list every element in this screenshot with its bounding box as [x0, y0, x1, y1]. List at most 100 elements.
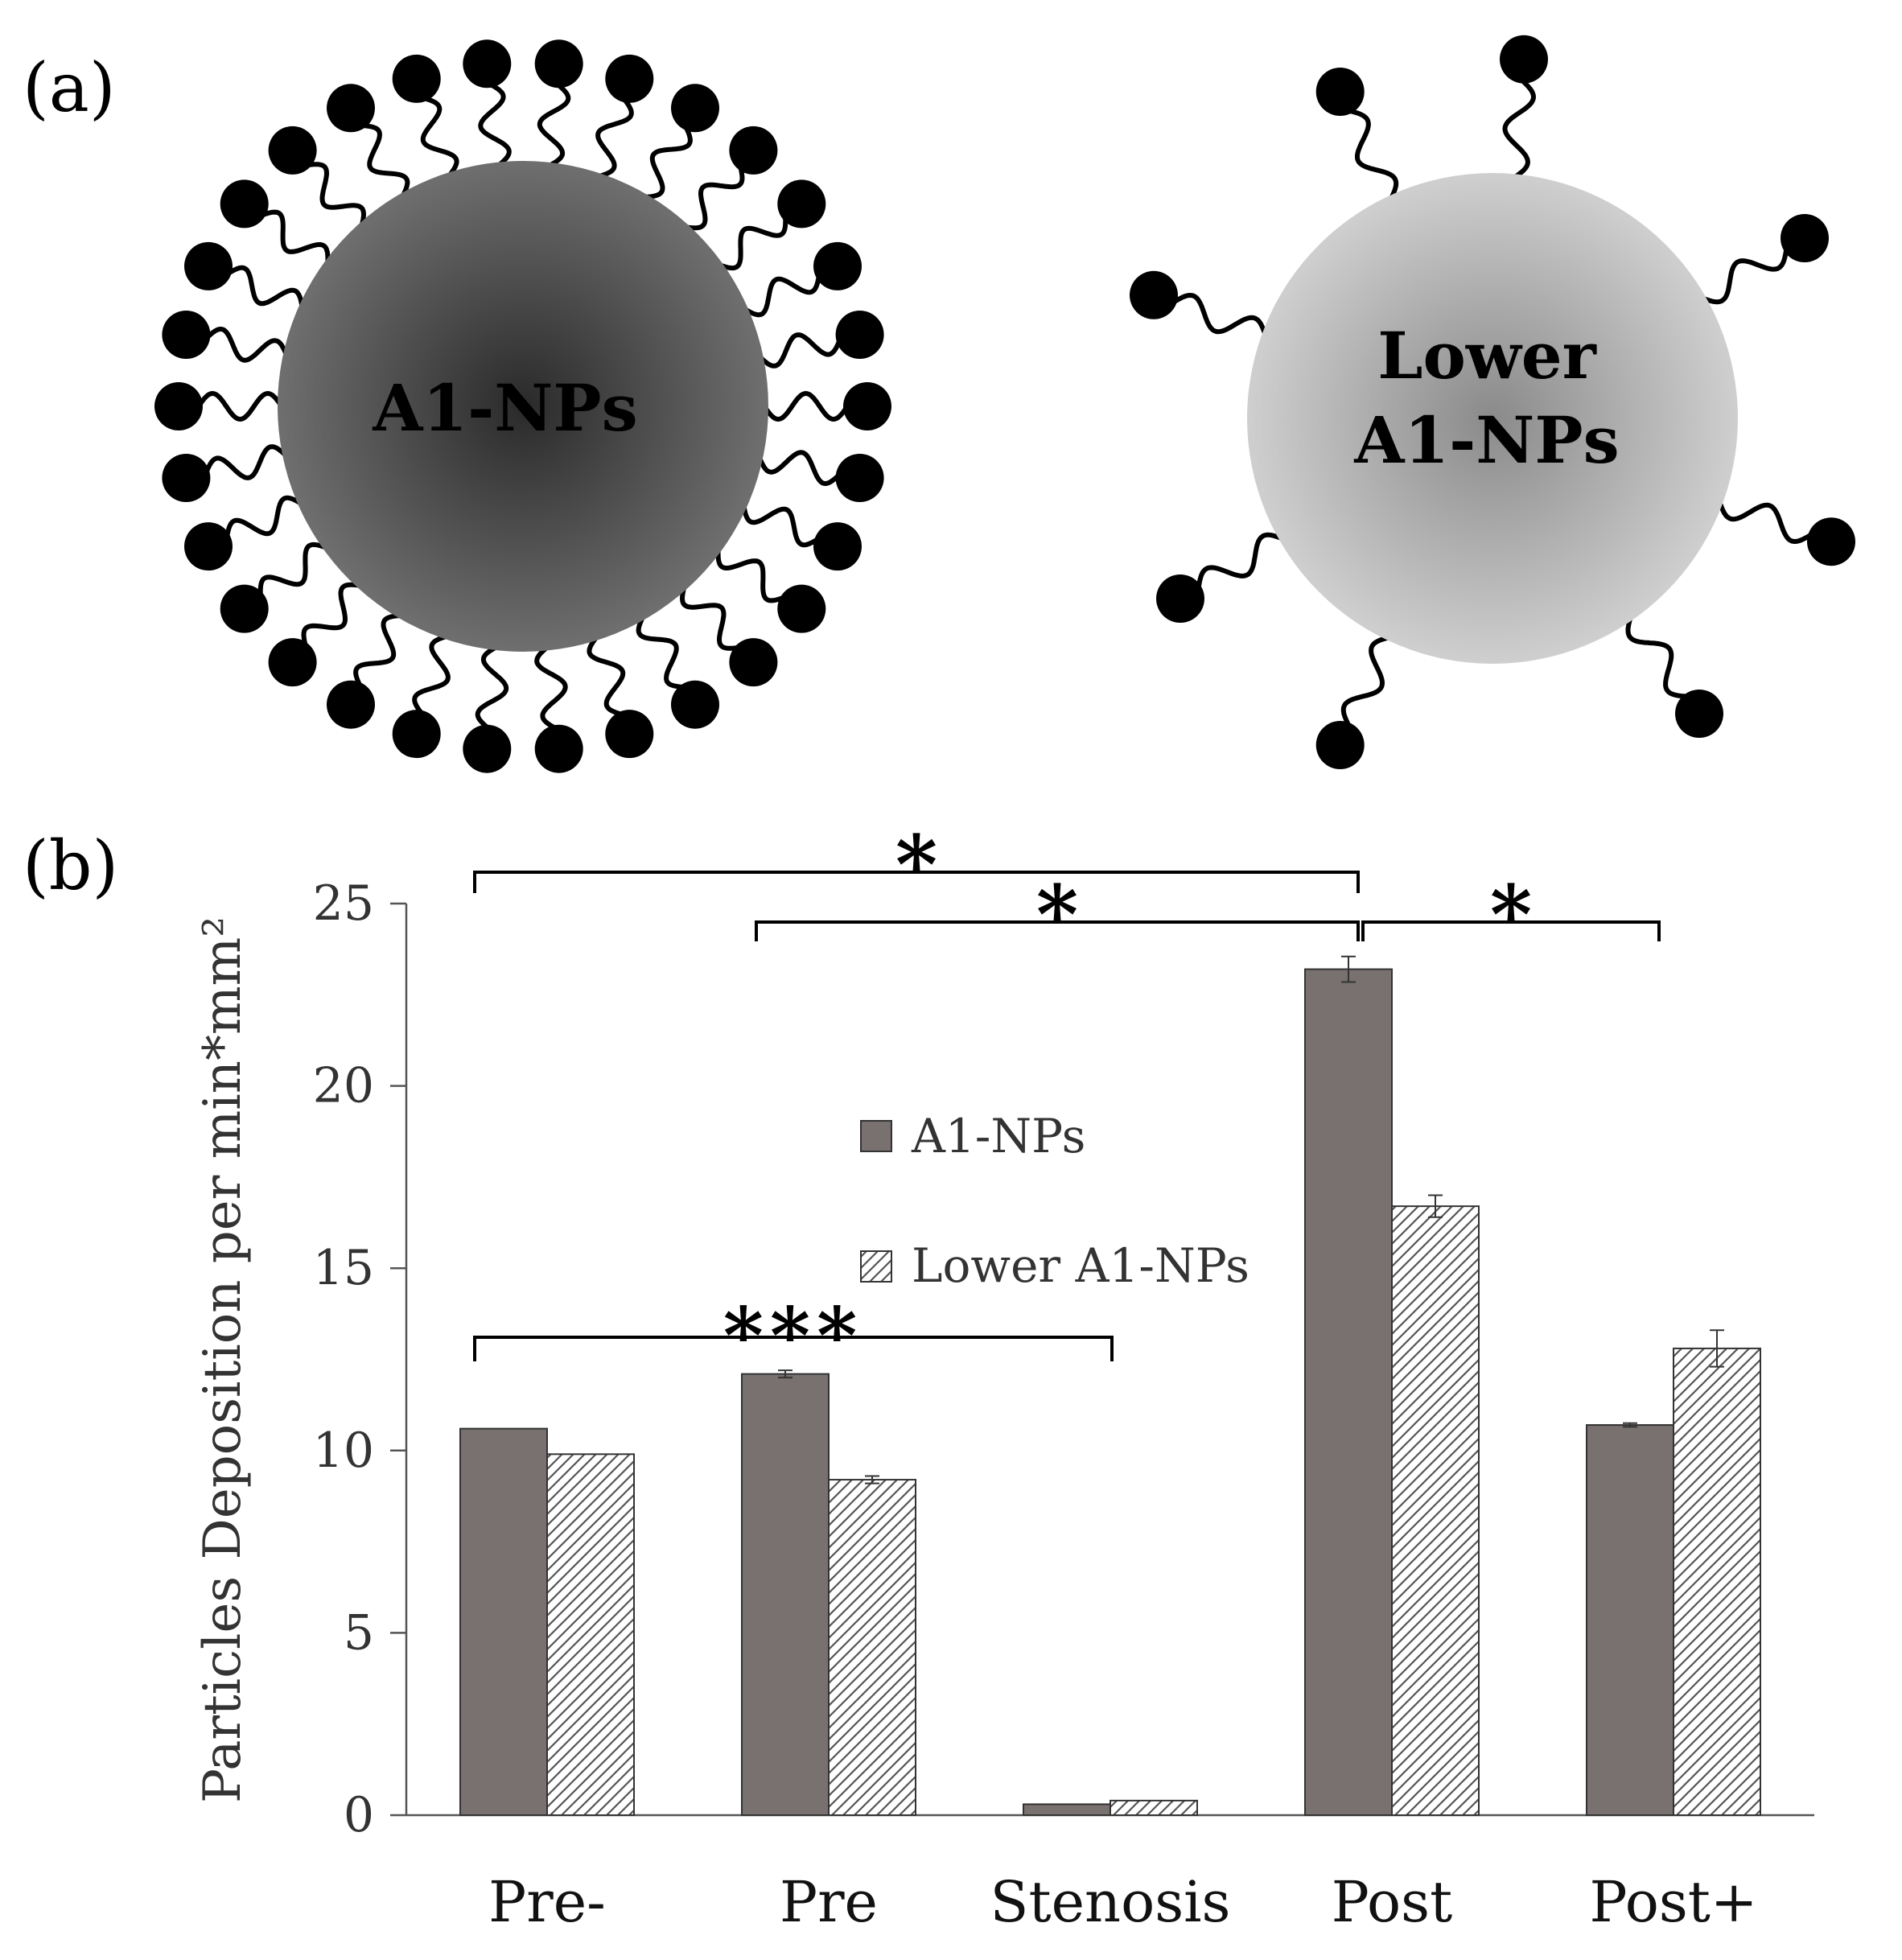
ligand-dense-21-head — [392, 54, 441, 103]
bar-a1-post — [1304, 968, 1393, 1816]
y-axis-label: Particles Deposition per min*mm² — [193, 916, 253, 1803]
ligand-dense-4-head — [729, 638, 778, 687]
ligand-dense-27-head — [777, 179, 826, 229]
ligand-dense-17-head — [184, 241, 233, 290]
error-bar — [778, 1369, 792, 1379]
ligand-sparse-4-tail — [1625, 615, 1698, 700]
ligand-dense-0-tail — [762, 391, 855, 422]
ligand-dense-26-tail — [684, 155, 745, 231]
ligand-sparse-4-head — [1675, 690, 1723, 738]
ligand-sparse-7-tail — [1163, 293, 1268, 337]
error-bar — [1623, 1422, 1637, 1428]
legend-swatch-lower — [860, 1250, 892, 1283]
particle-right-label-line1: Lower — [1377, 318, 1596, 393]
legend: A1-NPs Lower A1-NPs — [860, 1109, 1249, 1293]
ligand-dense-28-tail — [742, 264, 824, 318]
ligand-sparse-1-tail — [1502, 71, 1536, 180]
ligand-dense-28-head — [813, 241, 862, 290]
y-tick-label: 15 — [313, 1240, 374, 1296]
ligand-dense-11-head — [268, 638, 317, 687]
ligand-dense-16-head — [162, 311, 211, 359]
ligand-dense-8-head — [463, 724, 512, 773]
ligand-dense-14-tail — [200, 444, 289, 484]
significance-label: * — [895, 817, 937, 912]
significance-label: *** — [723, 1291, 864, 1381]
y-tick-label: 10 — [313, 1423, 374, 1479]
ligand-sparse-5-head — [1315, 721, 1365, 769]
ligand-dense-21-tail — [413, 93, 459, 179]
nanoparticle-sparse — [1247, 173, 1738, 664]
ligand-sparse-7-head — [1130, 270, 1178, 319]
ligand-dense-19-head — [268, 126, 317, 175]
bars — [459, 955, 1761, 1817]
ligand-dense-4-tail — [680, 585, 750, 651]
nanoparticle-dense — [278, 161, 768, 652]
ligand-dense-2-tail — [741, 504, 829, 548]
ligand-dense-22-head — [463, 39, 512, 89]
significance-bracket — [473, 871, 1360, 893]
significance-bracket — [1361, 920, 1661, 941]
ligand-dense-20-head — [327, 84, 375, 133]
bar-lower-pre — [828, 1479, 916, 1817]
ligand-dense-12-head — [220, 584, 269, 633]
ligand-dense-23-head — [534, 39, 583, 89]
y-tick-label: 0 — [344, 1787, 374, 1843]
ligand-sparse-6-tail — [1194, 532, 1285, 599]
ligand-sparse-3-head — [1807, 517, 1855, 566]
significance-label: * — [1036, 867, 1078, 962]
ligand-dense-29-head — [835, 311, 884, 359]
x-tick-label: Pre- — [488, 1869, 606, 1935]
ligand-dense-1-head — [835, 454, 884, 502]
ligand-sparse-2-tail — [1700, 238, 1791, 305]
ligand-sparse-1-head — [1500, 35, 1548, 84]
ligand-dense-6-head — [605, 710, 654, 759]
ligand-dense-15-tail — [191, 391, 284, 422]
legend-swatch-a1 — [860, 1120, 892, 1152]
ligand-dense-9-tail — [412, 633, 451, 724]
significance-label: * — [1490, 867, 1532, 962]
bar-lower-post — [1391, 1205, 1480, 1816]
ligand-dense-9-head — [392, 710, 441, 759]
panel-b-label: (b) — [23, 826, 118, 905]
ligand-dense-24-head — [605, 54, 654, 103]
ligand-dense-23-tail — [537, 76, 571, 169]
ligand-group-sparse — [1130, 35, 1855, 769]
ligand-dense-25-head — [671, 84, 719, 133]
ligand-group-dense — [154, 39, 891, 773]
ligand-dense-18-head — [220, 179, 269, 229]
ligand-sparse-0-tail — [1338, 105, 1399, 201]
ligand-dense-13-head — [184, 522, 233, 571]
error-bar — [1428, 1194, 1443, 1218]
ligand-dense-25-tail — [643, 116, 693, 200]
ligand-dense-13-tail — [222, 495, 304, 549]
ligand-dense-29-tail — [757, 329, 846, 369]
significance-brackets: ****** — [473, 817, 1661, 1381]
ligand-dense-19-tail — [296, 162, 366, 228]
y-tick-label: 5 — [344, 1604, 374, 1661]
y-tick-label: 25 — [313, 875, 374, 932]
ligand-dense-3-head — [777, 584, 826, 633]
ligand-dense-14-head — [162, 454, 211, 502]
error-bar — [1341, 955, 1356, 983]
ligand-dense-12-tail — [257, 541, 329, 607]
ligand-sparse-0-head — [1315, 68, 1365, 116]
x-tick-label: Post+ — [1589, 1869, 1757, 1935]
ligand-dense-27-tail — [717, 206, 788, 271]
bar-a1-pre- — [459, 1427, 548, 1817]
ligand-dense-7-tail — [534, 644, 568, 736]
ligand-dense-2-head — [813, 522, 862, 571]
x-tick-label: Stenosis — [990, 1869, 1231, 1935]
ligand-dense-15-head — [154, 382, 203, 430]
ligand-dense-8-tail — [475, 644, 509, 737]
particle-right-label-line2: A1-NPs — [1353, 402, 1619, 478]
ligand-dense-6-tail — [587, 634, 633, 720]
ligand-dense-7-head — [534, 724, 583, 773]
ligand-dense-17-tail — [217, 265, 305, 309]
y-tick-label: 20 — [313, 1058, 374, 1114]
ligand-dense-10-tail — [353, 612, 403, 697]
panel-a-label: (a) — [23, 48, 116, 127]
ligand-dense-5-tail — [636, 614, 695, 691]
bar-a1-pre — [741, 1373, 830, 1817]
